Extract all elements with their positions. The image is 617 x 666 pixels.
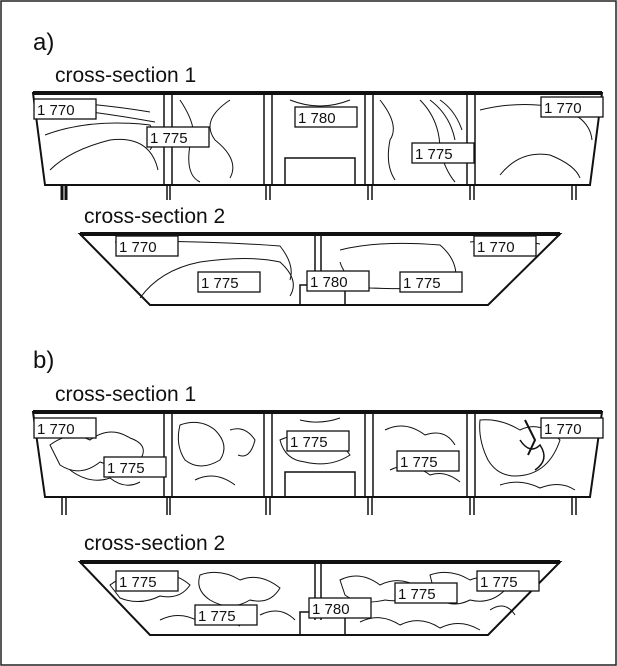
contour-label: 1 780 — [310, 274, 348, 291]
contour-label: 1 775 — [198, 608, 236, 625]
panel-a-cross-section-1-labels: 1 770 1 775 1 780 1 775 1 770 — [33, 96, 604, 164]
contour-label: 1 775 — [415, 146, 453, 163]
contour-label: 1 770 — [119, 239, 157, 256]
panel-b-section-2-title: cross-section 2 — [84, 532, 225, 555]
panel-b-label: b) — [33, 347, 54, 374]
contour-label: 1 780 — [312, 601, 350, 618]
contour-label: 1 775 — [119, 574, 157, 591]
contour-label: 1 775 — [107, 460, 145, 477]
panel-b-cross-section-1-diagram — [31, 410, 604, 515]
panel-b-cross-section-1-labels: 1 770 1 775 1 775 1 775 1 770 — [33, 417, 604, 478]
panel-b-section-1-title: cross-section 1 — [55, 383, 196, 406]
contour-label: 1 775 — [400, 454, 438, 471]
contour-label: 1 770 — [37, 421, 75, 438]
contour-label: 1 775 — [150, 130, 188, 147]
contour-label: 1 775 — [290, 434, 328, 451]
contour-label: 1 775 — [480, 574, 518, 591]
contour-label: 1 770 — [544, 100, 582, 117]
panel-a-section-1-title: cross-section 1 — [55, 64, 196, 87]
contour-label: 1 780 — [298, 110, 336, 127]
panel-a-label: a) — [33, 29, 54, 56]
panel-a-section-2-title: cross-section 2 — [84, 205, 225, 228]
contour-label: 1 775 — [403, 275, 441, 292]
contour-label: 1 770 — [37, 102, 75, 119]
panel-b-cross-section-2-labels: 1 775 1 775 1 780 1 775 1 775 — [115, 570, 540, 626]
contour-label: 1 770 — [477, 239, 515, 256]
panel-a-cross-section-2-labels: 1 770 1 775 1 780 1 775 1 770 — [115, 235, 537, 293]
contour-label: 1 775 — [398, 586, 436, 603]
contour-label: 1 770 — [544, 421, 582, 438]
contour-label: 1 775 — [201, 275, 239, 292]
